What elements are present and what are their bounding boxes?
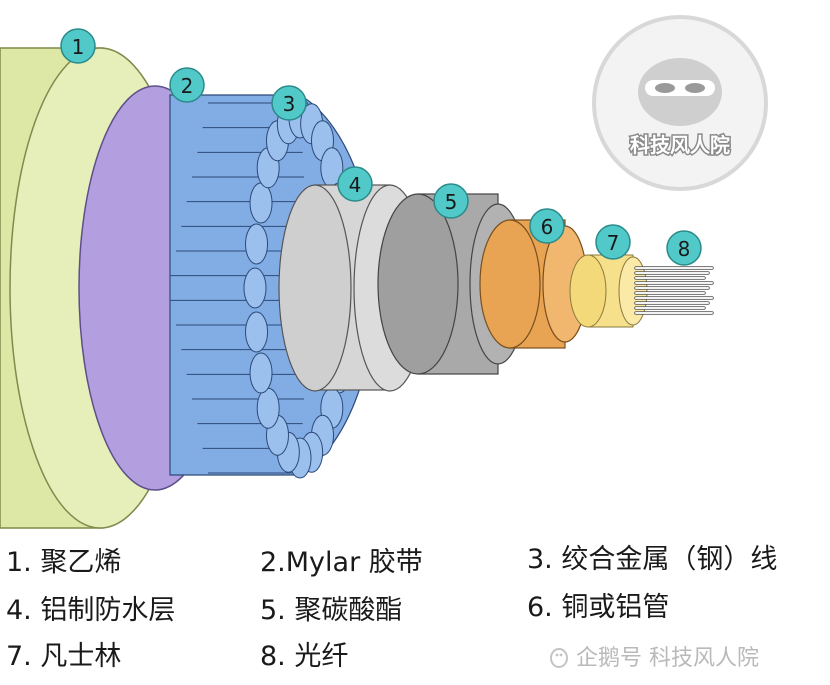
marker-7: 7 — [595, 224, 631, 260]
steel-wire-end — [256, 387, 280, 429]
marker-6: 6 — [529, 208, 565, 244]
marker-4: 4 — [337, 166, 373, 202]
watermark-badge: 科技风人院 — [592, 15, 768, 191]
vaseline-layer — [569, 254, 648, 328]
marker-1-label: 1 — [72, 35, 85, 59]
layer-markers: 1 2 3 4 5 6 7 8 — [60, 28, 702, 266]
steel-wire-end — [243, 267, 267, 309]
marker-1: 1 — [60, 28, 96, 64]
penguin-logo-icon — [550, 648, 568, 668]
marker-2-label: 2 — [181, 74, 194, 98]
watermark-name: 科技风人院 — [630, 133, 730, 157]
optical-fiber-bundle — [634, 266, 714, 315]
marker-7-label: 7 — [607, 231, 620, 255]
marker-4-label: 4 — [349, 173, 362, 197]
marker-8: 8 — [666, 230, 702, 266]
steel-wire-end — [245, 311, 269, 353]
marker-2: 2 — [169, 67, 205, 103]
marker-3: 3 — [271, 85, 307, 121]
legend-item-3: 3. 绞合金属（钢）线 — [527, 544, 778, 575]
marker-3-label: 3 — [283, 92, 296, 116]
copper-tube-layer — [479, 219, 588, 349]
footer-watermark: 企鹅号 科技风人院 — [548, 640, 759, 672]
marker-5-label: 5 — [445, 190, 458, 214]
marker-5: 5 — [433, 183, 469, 219]
steel-wire-end — [249, 182, 273, 224]
marker-6-label: 6 — [541, 215, 554, 239]
steel-wire-end — [249, 352, 273, 394]
legend-item-4: 4. 铝制防水层 — [6, 595, 176, 626]
marker-8-label: 8 — [678, 237, 691, 261]
footer-watermark-text: 企鹅号 科技风人院 — [576, 646, 759, 671]
legend-item-6: 6. 铜或铝管 — [527, 592, 670, 623]
steel-wire-end — [245, 223, 269, 265]
ninja-mascot-icon — [638, 58, 722, 126]
legend-item-5: 5. 聚碳酸酯 — [260, 595, 403, 626]
legend-item-7: 7. 凡士林 — [6, 641, 122, 672]
legend-item-8: 8. 光纤 — [260, 641, 349, 672]
cable-diagram: 1 2 3 4 5 6 7 8 科技风人院 — [0, 15, 768, 529]
legend-item-2: 2.Mylar 胶带 — [260, 547, 423, 578]
legend-item-1: 1. 聚乙烯 — [6, 547, 122, 578]
